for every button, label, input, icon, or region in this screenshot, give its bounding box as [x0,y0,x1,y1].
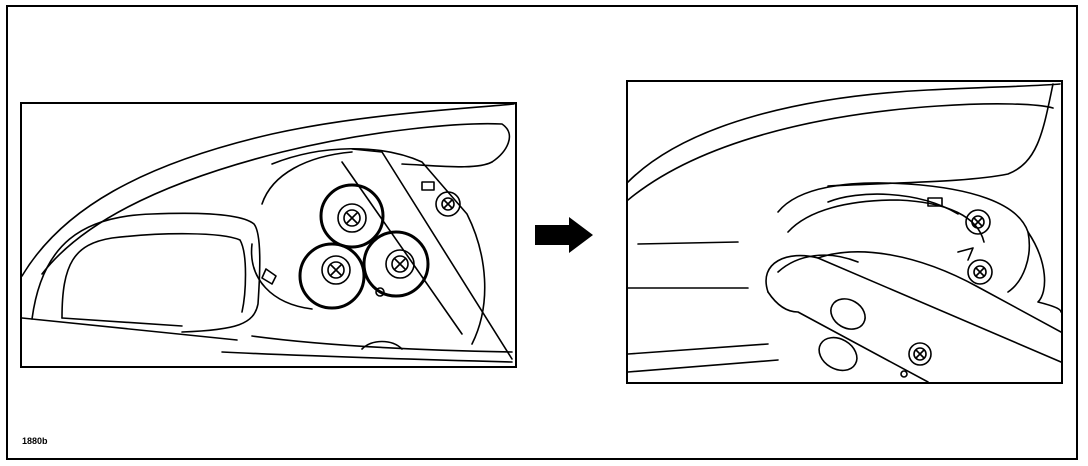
figure-frame: 1880b [6,5,1078,460]
screw-icon [337,203,367,233]
direction-arrow-icon [535,217,593,253]
panel-after [626,80,1063,384]
screw-icon [967,259,993,285]
screw-icon [908,342,932,366]
screw-icon [321,255,351,285]
mirror-arm-illustration [628,83,1061,382]
panel-before [20,102,517,368]
figure-caption: 1880b [22,436,48,446]
screw-icon [965,209,991,235]
mirror-base-illustration [22,104,515,363]
screw-icon [435,191,461,217]
screw-icon [385,249,415,279]
